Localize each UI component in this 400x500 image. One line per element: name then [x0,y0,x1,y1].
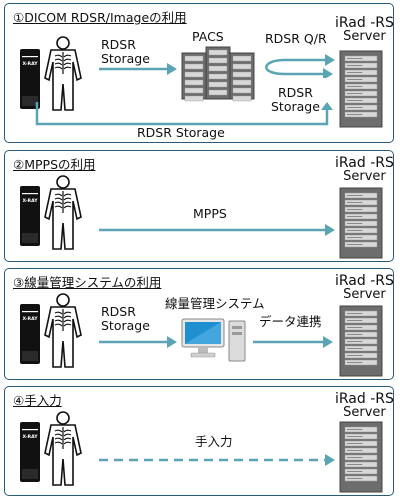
x-ray-machine-icon: X-RAY [19,48,41,110]
arrow-to-system [97,335,179,349]
irad-rs-server-icon [339,187,383,259]
patient-figure-icon [43,411,83,487]
panel-title: ③線量管理システムの利用 [13,275,162,290]
mpps-label: MPPS [193,206,227,221]
mpps-arrow [97,223,337,237]
svg-text:X-RAY: X-RAY [22,316,38,322]
arrow-to-pacs [97,62,179,76]
workstation-computer-icon [181,317,247,363]
data-link-label: データ連携 [259,314,322,329]
pacs-server-rack-icon [181,46,257,102]
manual-input-arrow [97,453,337,467]
dose-system-label: 線量管理システム [165,296,265,311]
svg-text:X-RAY: X-RAY [22,434,38,440]
irad-rs-server-icon [339,50,383,128]
patient-figure-icon [43,293,83,369]
panel-title: ④手入力 [13,393,62,408]
irad-rs-server-icon [339,305,383,377]
svg-text:X-RAY: X-RAY [22,61,38,67]
x-ray-machine-icon: X-RAY [19,303,41,365]
patient-figure-icon [43,175,83,251]
svg-text:X-RAY: X-RAY [22,198,38,204]
pacs-label: PACS [192,29,224,44]
rdsr-qr-label: RDSR Q/R [265,31,327,46]
x-ray-machine-icon: X-RAY [19,421,41,483]
rdsr-storage-bottom-arrow [35,102,341,132]
patient-figure-icon [43,36,83,112]
manual-input-label: 手入力 [195,434,233,449]
qr-loop-arrow [245,48,337,78]
panel-title: ②MPPSの利用 [13,157,96,172]
data-link-arrow [251,335,335,349]
panel-title: ①DICOM RDSR/Imageの利用 [13,10,187,25]
rdsr-storage-bottom-label: RDSR Storage [137,125,225,140]
x-ray-machine-icon: X-RAY [19,185,41,247]
irad-rs-server-icon [339,421,383,493]
